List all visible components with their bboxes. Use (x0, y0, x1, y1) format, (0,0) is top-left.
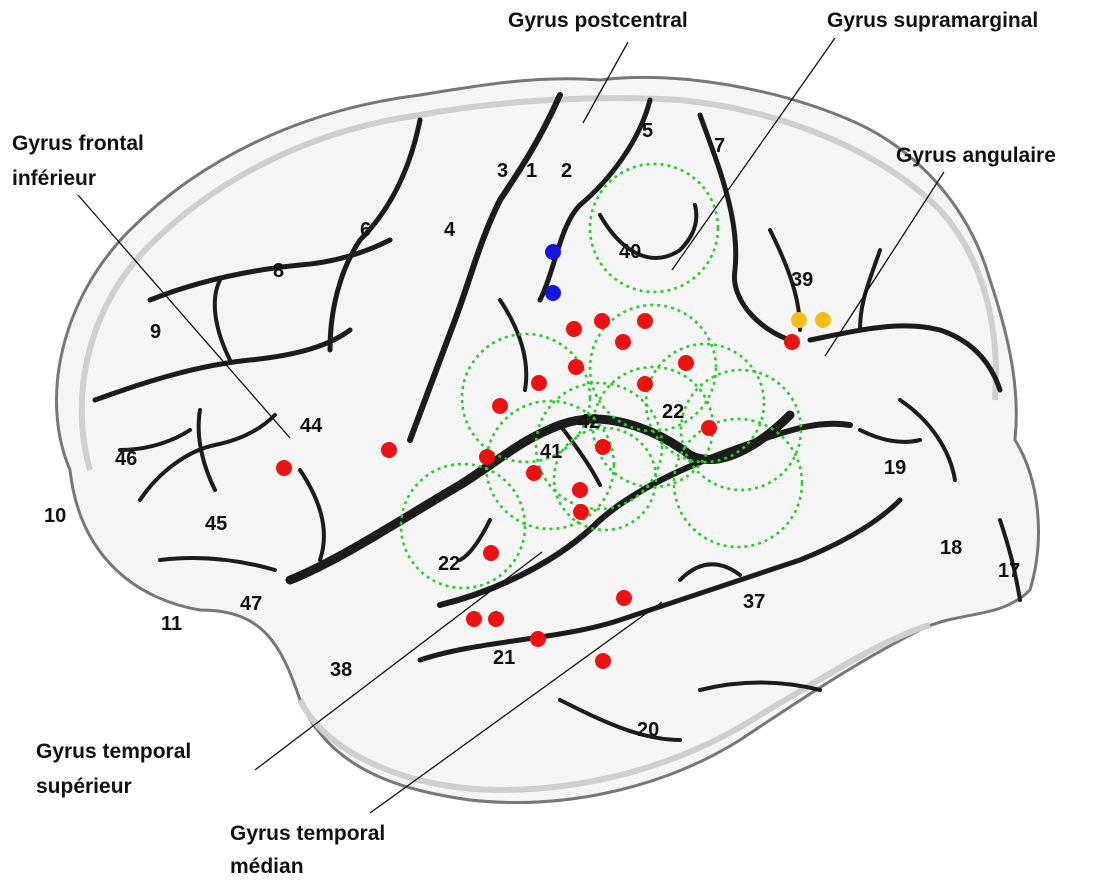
red-dot (479, 449, 495, 465)
red-dot (568, 359, 584, 375)
red-dot (615, 334, 631, 350)
red-dot (701, 420, 717, 436)
red-dot (530, 631, 546, 647)
area-9: 9 (150, 321, 161, 343)
blue-dot (545, 244, 561, 260)
area-45: 45 (205, 513, 227, 535)
label-gyrus-temporal-median-line2: médian (230, 855, 304, 878)
red-dot (616, 590, 632, 606)
red-dot (483, 545, 499, 561)
area-8: 8 (273, 260, 284, 282)
red-dot (594, 313, 610, 329)
red-dot (566, 321, 582, 337)
red-dot (678, 355, 694, 371)
label-gyrus-frontal-inferieur-line1: Gyrus frontal (12, 132, 144, 155)
area-6: 6 (360, 219, 371, 241)
area-21: 21 (493, 647, 515, 669)
label-gyrus-supramarginal: Gyrus supramarginal (827, 9, 1038, 32)
red-dot (637, 313, 653, 329)
red-dot (595, 439, 611, 455)
area-18: 18 (940, 537, 962, 559)
area-42: 42 (578, 411, 600, 433)
red-dot (488, 611, 504, 627)
yellow-dot (791, 312, 807, 328)
area-10: 10 (44, 505, 66, 527)
label-gyrus-temporal-superieur-line2: supérieur (36, 775, 132, 798)
red-dot (466, 611, 482, 627)
red-dot (595, 653, 611, 669)
label-gyrus-frontal-inferieur-line2: inférieur (12, 167, 96, 190)
label-gyrus-angulaire: Gyrus angulaire (896, 144, 1056, 167)
red-dot (276, 460, 292, 476)
area-39: 39 (791, 269, 813, 291)
label-gyrus-temporal-median-line1: Gyrus temporal (230, 822, 385, 845)
area-1: 1 (526, 160, 537, 182)
area-40: 40 (619, 241, 641, 263)
area-44: 44 (300, 415, 323, 437)
area-4: 4 (444, 219, 456, 241)
red-dot (492, 398, 508, 414)
area-19: 19 (884, 457, 906, 479)
area-3: 3 (497, 160, 508, 182)
area-22-lower: 22 (438, 553, 460, 575)
red-dot (784, 334, 800, 350)
red-dot (531, 375, 547, 391)
label-gyrus-temporal-superieur-line1: Gyrus temporal (36, 740, 191, 763)
red-dot (381, 442, 397, 458)
area-41: 41 (540, 441, 562, 463)
area-11: 11 (161, 613, 182, 635)
yellow-dot (815, 312, 831, 328)
area-20: 20 (637, 719, 659, 741)
label-gyrus-postcentral: Gyrus postcentral (508, 9, 688, 32)
red-dot (637, 376, 653, 392)
red-dot (573, 504, 589, 520)
area-47: 47 (240, 593, 262, 615)
area-2: 2 (561, 160, 572, 182)
area-46: 46 (115, 448, 137, 470)
area-5: 5 (642, 120, 653, 142)
area-37: 37 (743, 591, 765, 613)
blue-dot (545, 285, 561, 301)
area-38: 38 (330, 659, 352, 681)
area-22-upper: 22 (662, 401, 684, 423)
red-dot (526, 465, 542, 481)
area-7: 7 (714, 135, 725, 157)
red-dot (572, 482, 588, 498)
area-17: 17 (998, 560, 1020, 582)
